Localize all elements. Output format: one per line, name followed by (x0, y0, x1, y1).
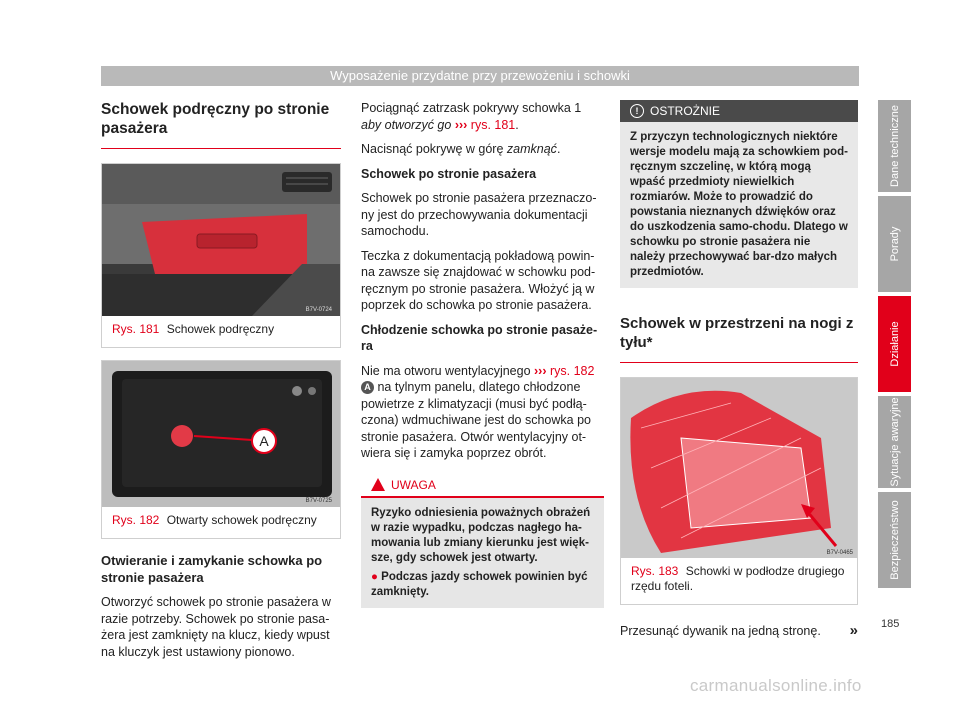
paragraph-press-cover: Nacisnąć pokrywę w górę zamknąć. (361, 142, 561, 156)
watermark-text: carmanualsonline.info (690, 676, 862, 695)
tab-porady[interactable]: Porady (878, 196, 911, 292)
figure-183-caption-text: Schowki w podłodze drugiego rzędu foteli… (631, 564, 845, 593)
figure-183-image: B7V-0465 (621, 378, 857, 558)
page-number: 185 (881, 618, 900, 630)
section-title-rear-storage: Schowek w przestrzeni na nogi z tyłu* (620, 314, 858, 363)
figure-181-code: B7V-0724 (306, 307, 333, 313)
figure-182-code: B7V-0725 (306, 498, 333, 504)
figure-182-image: A B7V-0725 (102, 361, 340, 507)
paragraph-pull-latch: Pociągnąć zatrzask pokrywy schowka 1 aby… (361, 101, 582, 132)
figure-182-caption: Rys. 182 Otwarty schowek podręczny (102, 507, 340, 538)
warning-box: UWAGA Ryzyko odniesienia poważnych obraż… (361, 473, 604, 608)
figure-181-caption: Rys. 181 Schowek podręczny (102, 316, 340, 347)
tab-dzialanie[interactable]: Działanie (878, 296, 911, 392)
figure-181-caption-text: Schowek podręczny (166, 322, 275, 336)
open-glovebox-illustration: A B7V-0725 (102, 361, 340, 507)
figure-183: B7V-0465 Rys. 183 Schowki w podłodze dru… (620, 377, 858, 605)
column-3: ! OSTROŻNIE Z przyczyn technologicznych … (620, 100, 858, 648)
paragraph-move-mat: Przesunąć dywanik na jedną stronę. » (620, 622, 858, 639)
exclamation-icon: ! (630, 104, 644, 118)
figure-183-caption: Rys. 183 Schowki w podłodze drugiego rzę… (621, 558, 857, 604)
warning-text: Ryzyko odniesienia poważnych obrażeń w r… (371, 506, 591, 564)
ref-rys-181[interactable]: rys. 181 (470, 117, 516, 132)
section-title-glovebox: Schowek podręczny po stronie pasażera (101, 100, 341, 149)
bullet-icon: ● (371, 570, 378, 583)
figure-181: B7V-0724 Rys. 181 Schowek podręczny (101, 163, 341, 348)
figure-183-label: Rys. 183 (631, 564, 679, 578)
ref-rys-182[interactable]: rys. 182 (550, 363, 595, 378)
figure-182-caption-text: Otwarty schowek podręczny (166, 513, 317, 527)
caution-header: ! OSTROŻNIE (620, 100, 858, 122)
heading-open-close: Otwieranie i zamykanie schowka po stroni… (101, 553, 323, 585)
figure-183-code: B7V-0465 (827, 550, 854, 556)
column-1: Schowek podręczny po stronie pasażera B7… (101, 100, 341, 668)
heading-passenger-glovebox: Schowek po stronie pasażera (361, 166, 537, 181)
caution-box: ! OSTROŻNIE Z przyczyn technologicznych … (620, 100, 858, 288)
warning-triangle-icon (371, 477, 385, 491)
tab-sytuacje-awaryjne[interactable]: Sytuacje awaryjne (878, 396, 911, 488)
caution-body: Z przyczyn technologicznych niektóre wer… (620, 122, 858, 288)
figure-182: A B7V-0725 Rys. 182 Otwarty schowek podr… (101, 360, 341, 539)
tab-dane-techniczne[interactable]: Dane techniczne (878, 100, 911, 192)
figure-182-marker: A (259, 433, 269, 449)
figure-182-label: Rys. 182 (112, 513, 160, 527)
chapter-header: Wyposażenie przydatne przy przewożeniu i… (101, 66, 859, 86)
paragraph-documents: Teczka z dokumentacją pokładową powin-na… (361, 248, 596, 313)
paragraph-purpose: Schowek po stronie pasażera przeznaczo-n… (361, 191, 597, 238)
rear-floor-storage-illustration: B7V-0465 (621, 378, 857, 558)
marker-a-icon: A (361, 381, 374, 395)
figure-181-image: B7V-0724 (102, 164, 340, 316)
warning-bullet: ● Podczas jazdy schowek powinien być zam… (371, 570, 588, 598)
dashboard-glovebox-illustration: B7V-0724 (102, 164, 340, 316)
ref-arrow-icon: ››› (534, 363, 547, 378)
continue-arrow-icon: » (849, 622, 858, 639)
column-2: Pociągnąć zatrzask pokrywy schowka 1 aby… (361, 100, 604, 608)
ref-arrow-icon: ››› (454, 117, 468, 132)
paragraph-cooling: Nie ma otworu wentylacyjnego ››› rys. 18… (361, 363, 595, 460)
warning-body: Ryzyko odniesienia poważnych obrażeń w r… (361, 497, 604, 608)
paragraph-open-close: Otworzyć schowek po stronie pasażera w r… (101, 595, 331, 659)
tab-bezpieczenstwo[interactable]: Bezpieczeństwo (878, 492, 911, 588)
heading-cooling: Chłodzenie schowka po stronie pasaże-ra (361, 322, 598, 354)
warning-header: UWAGA (361, 473, 604, 498)
figure-181-label: Rys. 181 (112, 322, 160, 336)
